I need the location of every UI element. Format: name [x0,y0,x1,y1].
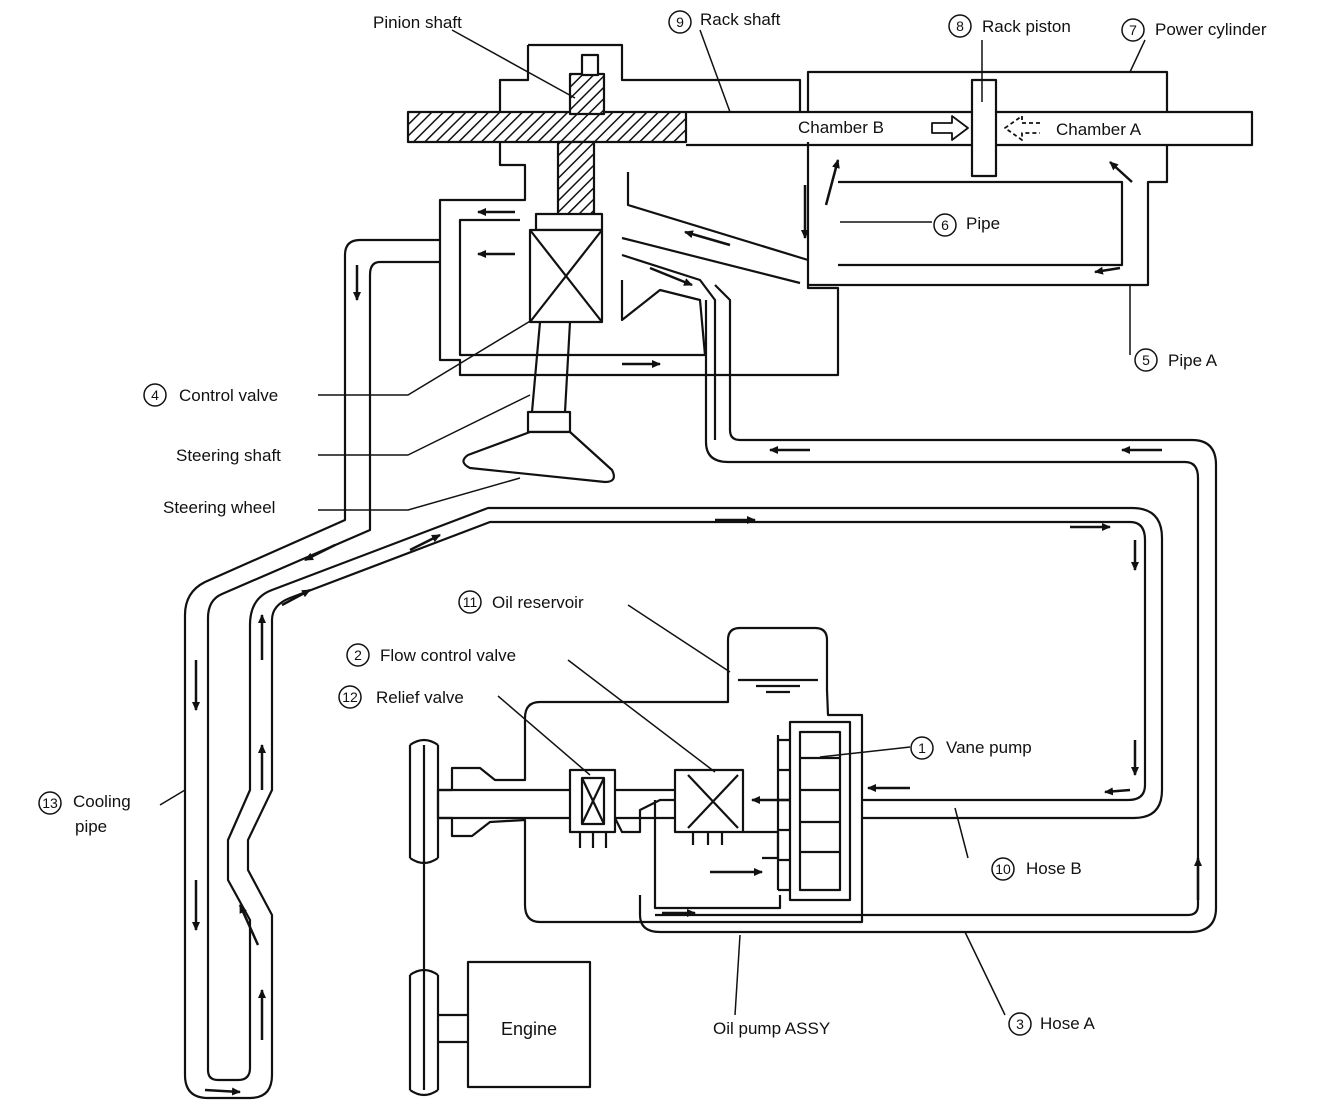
label-steering-shaft: Steering shaft [176,446,281,465]
label-group: Pinion shaft 9 Rack shaft 8 Rack piston … [42,10,1267,1039]
label-hose-b: Hose B [1026,859,1082,878]
rack-piston [970,78,998,178]
label-pipe-a: Pipe A [1168,351,1218,370]
label-rack-piston: Rack piston [982,17,1071,36]
num-power-cylinder: 7 [1129,22,1137,38]
hose-a [638,284,1218,934]
engine-pulley [408,968,468,1097]
num-rack-piston: 8 [956,18,964,34]
label-relief-valve: Relief valve [376,688,464,707]
num-control-valve: 4 [151,387,159,403]
power-cylinder [806,70,1169,287]
rack-shaft [406,110,1254,147]
num-hose-a: 3 [1016,1016,1024,1032]
num-flow-control-valve: 2 [354,647,362,663]
label-cooling-pipe-line2: pipe [75,817,107,836]
label-pipe: Pipe [966,214,1000,233]
num-hose-b: 10 [995,861,1011,877]
num-relief-valve: 12 [342,689,358,705]
oil-pump-assy [436,626,864,924]
relief-valve-body [568,768,617,848]
label-vane-pump: Vane pump [946,738,1032,757]
engine-block [466,960,592,1089]
label-oil-reservoir: Oil reservoir [492,593,584,612]
label-chamber-b: Chamber B [798,118,884,137]
num-vane-pump: 1 [918,740,926,756]
num-pipe-a: 5 [1142,352,1150,368]
pump-shaft [438,788,675,834]
pinion-shaft [556,53,606,219]
steering-wheel [462,430,615,484]
leader-lines [159,29,1146,1016]
label-engine: Engine [501,1019,557,1039]
flow-arrows [192,159,1202,1096]
label-power-cylinder: Power cylinder [1155,20,1267,39]
label-steering-wheel: Steering wheel [163,498,275,517]
label-control-valve: Control valve [179,386,278,405]
cooling-pipe [183,238,1164,1100]
pressure-arrows [931,115,1040,141]
control-valve-body [528,212,604,324]
num-oil-reservoir: 11 [463,594,478,610]
label-rack-shaft: Rack shaft [700,10,781,29]
num-rack-shaft: 9 [676,14,684,30]
label-oil-pump-assy: Oil pump ASSY [713,1019,830,1038]
label-cooling-pipe-line1: Cooling [73,792,131,811]
pump-pulley [408,738,440,865]
gear-housing [438,43,840,440]
label-chamber-a: Chamber A [1056,120,1142,139]
label-flow-control-valve: Flow control valve [380,646,516,665]
steering-shaft [526,321,572,434]
callout-circles [38,10,1158,1036]
label-pinion-shaft: Pinion shaft [373,13,462,32]
num-cooling-pipe: 13 [42,795,58,811]
vane-pump-body [776,720,852,902]
num-pipe: 6 [941,217,949,233]
flow-control-valve-body [653,768,782,910]
label-hose-a: Hose A [1040,1014,1095,1033]
